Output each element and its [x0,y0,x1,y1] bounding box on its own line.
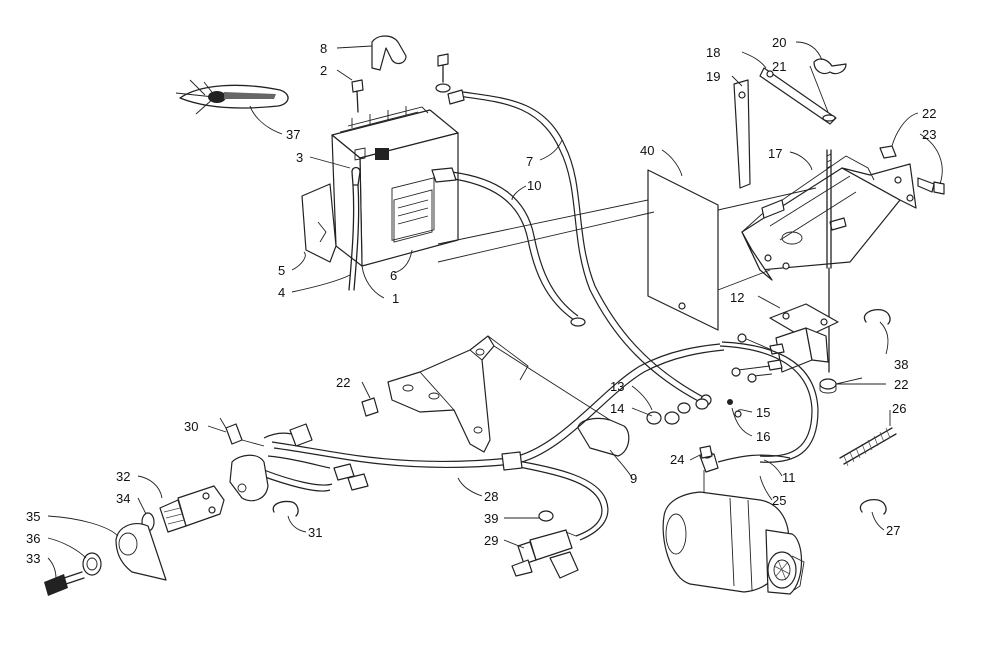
strap-19 [733,79,751,189]
callout-27: 27 [886,523,900,538]
bezel [82,552,102,576]
starter-motor [662,491,805,595]
nut-22-upper [879,145,897,159]
clip-27 [859,498,887,515]
battery-pad [647,169,719,331]
callout-1: 1 [392,291,399,306]
callout-25: 25 [772,493,786,508]
callout-31: 31 [308,525,322,540]
connector-29 [511,529,579,579]
callout-22b: 22 [894,377,908,392]
callout-32: 32 [116,469,130,484]
callout-18: 18 [706,45,720,60]
clip-31 [272,500,299,517]
callout-7: 7 [526,154,533,169]
callout-30: 30 [184,419,198,434]
ignition-switch [159,454,269,533]
starter-lead [717,454,791,463]
part-30 [225,423,243,445]
wiring-harness [261,343,725,541]
nut-22-lower [819,378,837,390]
leader-lines [47,41,943,579]
callout-15: 15 [756,405,770,420]
callout-20: 20 [772,35,786,50]
callout-33: 33 [26,551,40,566]
hold-down-rod [826,149,832,269]
callout-39: 39 [484,511,498,526]
callout-5: 5 [278,263,285,278]
vent-tube [348,184,360,291]
callout-28: 28 [484,489,498,504]
wing-nut [813,58,847,75]
callout-34: 34 [116,491,130,506]
ignition-key [44,571,85,596]
callout-26: 26 [892,401,906,416]
callout-23: 23 [922,127,936,142]
callout-8: 8 [320,41,327,56]
nut-24 [699,445,713,459]
clip-38 [863,308,891,325]
starter-solenoid [731,303,839,383]
bolt-2 [351,79,364,113]
callout-40: 40 [640,143,654,158]
battery [331,106,459,267]
callout-16: 16 [756,429,770,444]
callout-3: 3 [296,150,303,165]
callout-2: 2 [320,63,327,78]
screw-23 [917,177,935,193]
callout-21: 21 [772,59,786,74]
callout-29: 29 [484,533,498,548]
callout-12: 12 [730,290,744,305]
cap-39 [538,510,554,522]
nut-22-left [361,397,379,417]
battery-cable-positive [457,95,701,403]
spring [839,427,897,467]
callout-24: 24 [670,452,684,467]
callout-36: 36 [26,531,40,546]
callout-37: 37 [286,127,300,142]
mounting-bracket [387,335,611,453]
terminal-boot [371,35,407,71]
callout-38: 38 [894,357,908,372]
callout-19: 19 [706,69,720,84]
callout-6: 6 [390,268,397,283]
callout-22a: 22 [922,106,936,121]
fastener-stack [646,398,742,425]
battery-cable-negative [447,177,575,321]
starter-cable [719,345,813,457]
callout-labels: 1 2 3 4 5 6 7 8 9 10 11 12 13 14 15 16 1… [26,35,936,566]
hold-down-bar [759,67,837,125]
callout-17: 17 [768,146,782,161]
callout-35: 35 [26,509,40,524]
logo-decal [175,79,289,115]
battery-tray [741,155,917,281]
callout-10: 10 [527,178,541,193]
terminal-cover [577,417,630,457]
callout-14: 14 [610,401,624,416]
callout-11: 11 [782,470,796,485]
callout-9: 9 [630,471,637,486]
callout-13: 13 [610,379,624,394]
decal-plate [115,523,167,581]
callout-4: 4 [278,285,285,300]
callout-22c: 22 [336,375,350,390]
